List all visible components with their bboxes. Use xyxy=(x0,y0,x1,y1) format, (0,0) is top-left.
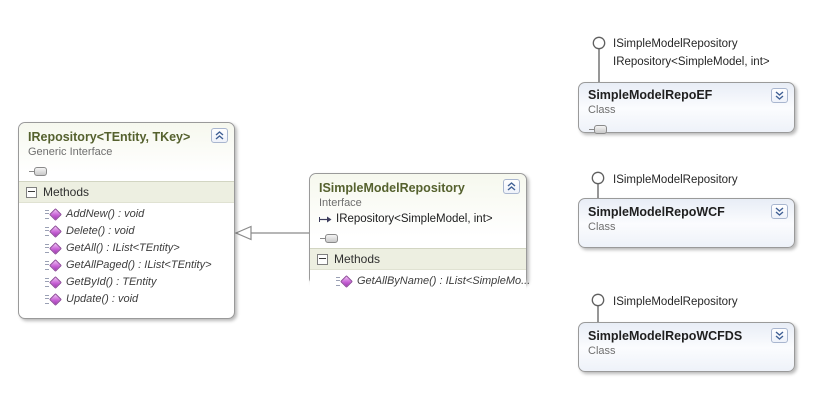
method-signature: GetAllPaged() : IList<TEntity> xyxy=(66,259,212,271)
collapse-compartment-icon[interactable] xyxy=(26,186,37,198)
method-signature: Delete() : void xyxy=(66,225,135,237)
lollipop-pin-icon xyxy=(29,167,47,176)
inherits-arrow-icon xyxy=(319,216,332,222)
shape-kind: Interface xyxy=(319,197,362,209)
collapse-compartment-icon[interactable] xyxy=(317,253,328,265)
implemented-interface: ISimpleModelRepository xyxy=(613,38,738,50)
implemented-interface: ISimpleModelRepository xyxy=(613,174,738,186)
method-row[interactable]: AddNew() : void xyxy=(19,206,234,223)
shape-simplemodelrepowcf[interactable]: SimpleModelRepoWCF Class xyxy=(578,198,795,248)
method-row[interactable]: GetAllByName() : IList<SimpleMo... xyxy=(310,273,530,290)
methods-list: AddNew() : void Delete() : void GetAll()… xyxy=(19,203,234,312)
method-row[interactable]: GetAll() : IList<TEntity> xyxy=(19,240,234,257)
shape-header: IRepository<TEntity, TKey> Generic Inter… xyxy=(19,123,234,181)
shape-title: ISimpleModelRepository xyxy=(319,181,465,195)
method-icon xyxy=(45,293,62,306)
method-signature: Update() : void xyxy=(66,293,139,305)
shape-kind: Class xyxy=(588,345,616,357)
chevron-double-up-icon xyxy=(215,131,224,140)
lollipop-wcf[interactable] xyxy=(591,171,605,198)
inheritance-connector[interactable] xyxy=(234,225,309,241)
method-row[interactable]: GetById() : TEntity xyxy=(19,274,234,291)
method-icon xyxy=(45,259,62,272)
shape-simplemodelrepowcfds[interactable]: SimpleModelRepoWCFDS Class xyxy=(578,322,795,372)
method-signature: GetAllByName() : IList<SimpleMo... xyxy=(357,275,531,287)
shape-isimplemodelrepository[interactable]: ISimpleModelRepository Interface IReposi… xyxy=(309,173,530,294)
implemented-interface: IRepository<SimpleModel, int> xyxy=(613,56,770,68)
shape-header: ISimpleModelRepository Interface IReposi… xyxy=(310,174,526,248)
expand-shape-button[interactable] xyxy=(771,328,788,343)
collapse-shape-button[interactable] xyxy=(503,179,520,194)
method-icon xyxy=(45,242,62,255)
method-signature: AddNew() : void xyxy=(66,208,145,220)
lollipop-label-wcfds: ISimpleModelRepository xyxy=(613,293,738,311)
method-icon xyxy=(45,225,62,238)
lollipop-pin-icon xyxy=(320,234,338,243)
expand-shape-button[interactable] xyxy=(771,88,788,103)
methods-compartment-label: Methods xyxy=(334,252,381,266)
method-signature: GetAll() : IList<TEntity> xyxy=(66,242,180,254)
method-row[interactable]: GetAllPaged() : IList<TEntity> xyxy=(19,257,234,274)
method-icon xyxy=(45,276,62,289)
method-icon xyxy=(336,275,353,288)
method-icon xyxy=(45,208,62,221)
lollipop-ef[interactable] xyxy=(592,36,606,82)
lollipop-pin-icon xyxy=(589,125,607,134)
shape-simplemodelrepoef[interactable]: SimpleModelRepoEF Class xyxy=(578,82,795,134)
interface-lollipop-icon xyxy=(591,171,605,185)
shape-kind: Class xyxy=(588,104,616,116)
collapse-shape-button[interactable] xyxy=(211,128,228,143)
base-type-label: IRepository<SimpleModel, int> xyxy=(336,213,493,225)
chevron-double-down-icon xyxy=(775,91,784,100)
lollipop-wcfds[interactable] xyxy=(591,293,605,322)
method-row[interactable]: Delete() : void xyxy=(19,223,234,240)
methods-compartment-header[interactable]: Methods xyxy=(19,181,234,203)
methods-list: GetAllByName() : IList<SimpleMo... xyxy=(310,270,530,294)
shape-kind: Generic Interface xyxy=(28,146,113,158)
chevron-double-up-icon xyxy=(507,182,516,191)
method-row[interactable]: Update() : void xyxy=(19,291,234,308)
shape-title: SimpleModelRepoEF xyxy=(588,88,713,102)
shape-title: IRepository<TEntity, TKey> xyxy=(28,130,191,144)
base-type-row: IRepository<SimpleModel, int> xyxy=(319,212,517,226)
methods-compartment-header[interactable]: Methods xyxy=(310,248,526,270)
shape-title: SimpleModelRepoWCF xyxy=(588,205,725,219)
methods-compartment-label: Methods xyxy=(43,185,90,199)
interface-lollipop-icon xyxy=(592,36,606,50)
chevron-double-down-icon xyxy=(775,331,784,340)
method-signature: GetById() : TEntity xyxy=(66,276,157,288)
lollipop-label-ef: ISimpleModelRepository IRepository<Simpl… xyxy=(613,35,770,71)
chevron-double-down-icon xyxy=(775,207,784,216)
shape-irepository[interactable]: IRepository<TEntity, TKey> Generic Inter… xyxy=(18,122,235,319)
interface-lollipop-icon xyxy=(591,293,605,307)
inheritance-triangle-icon xyxy=(234,225,252,241)
shape-title: SimpleModelRepoWCFDS xyxy=(588,329,743,343)
expand-shape-button[interactable] xyxy=(771,204,788,219)
lollipop-label-wcf: ISimpleModelRepository xyxy=(613,171,738,189)
shape-kind: Class xyxy=(588,221,616,233)
implemented-interface: ISimpleModelRepository xyxy=(613,296,738,308)
